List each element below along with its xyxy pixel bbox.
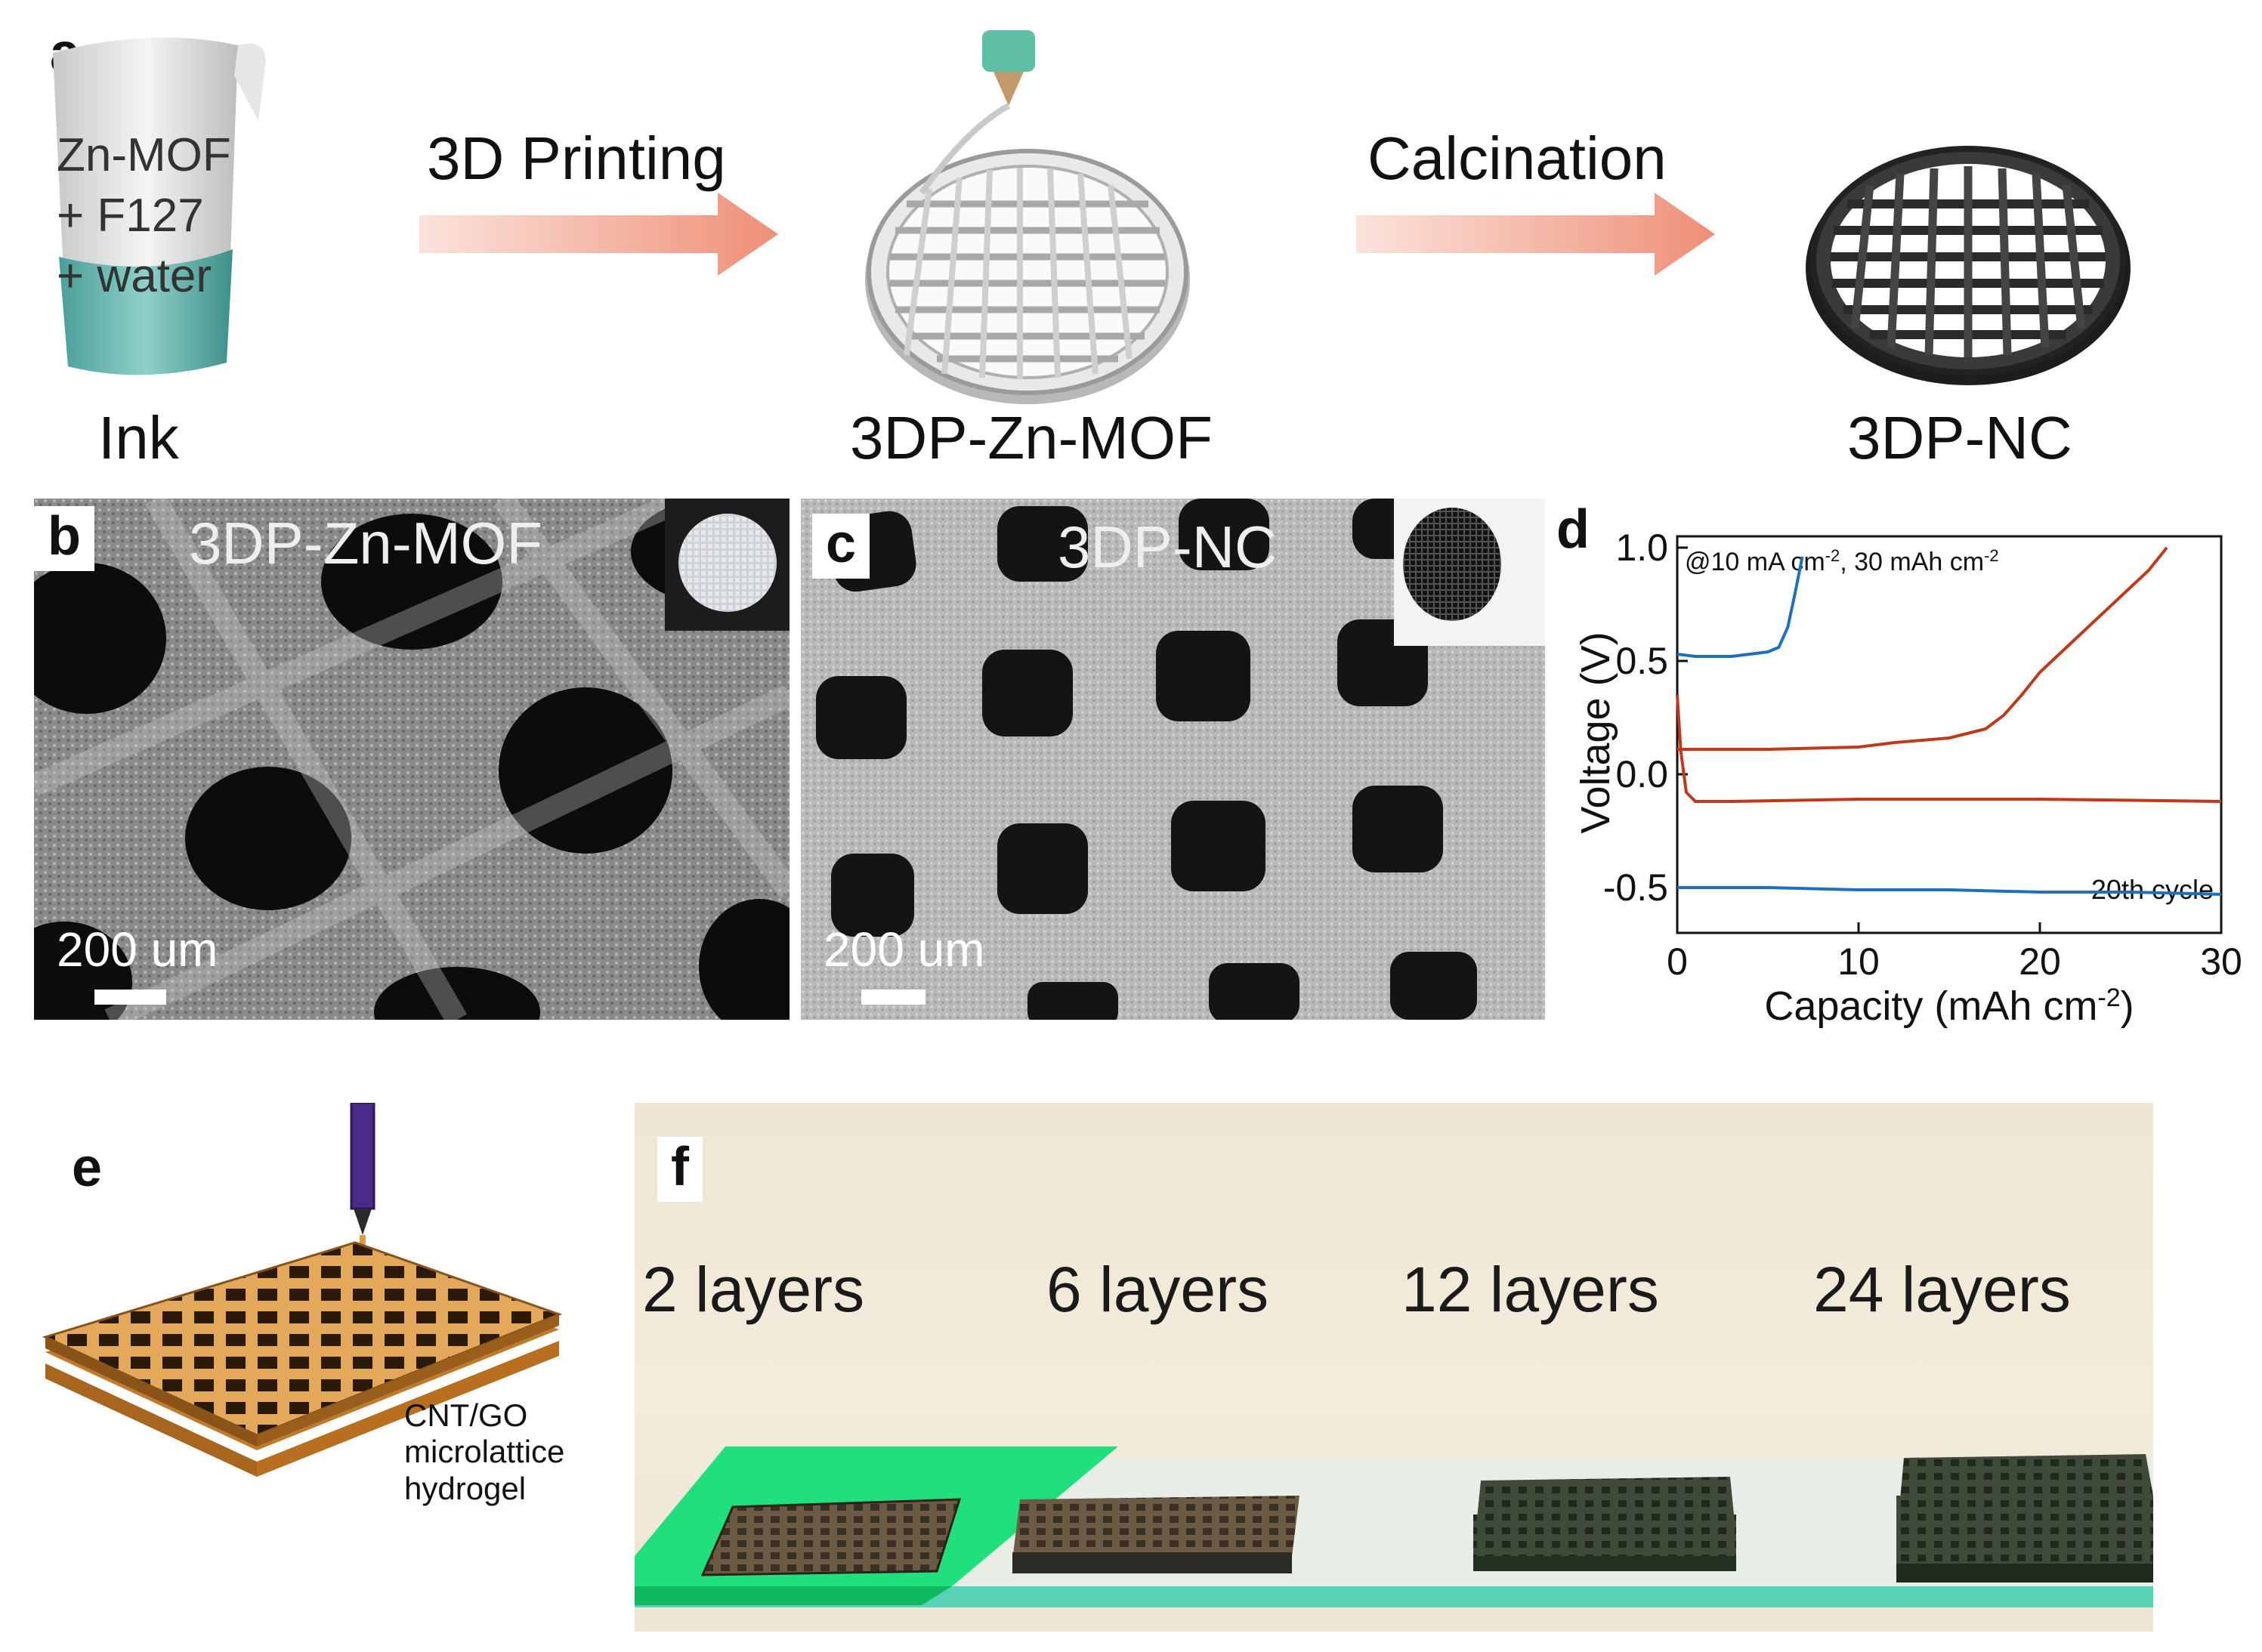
series-line-2 [1677,546,2168,751]
panel-c-scale-bar [861,990,926,1005]
x-tick-label: 20 [2019,940,2061,983]
panel-b-scale-text: 200 um [57,922,218,977]
arrow-right-icon [1356,193,1715,276]
layers-photo [635,1103,2153,1632]
rate-annotation: @10 mA cm-2, 30 mAh cm-2 [1685,546,1999,576]
cnt-go-label: CNT/GO microlattice hydrogel [404,1397,565,1506]
sem-image-zn-mof [34,499,790,1020]
cup-line-1: Zn-MOF [57,129,231,181]
cycle-label: 20th cycle [2091,874,2214,905]
sem-image-nc [801,499,1545,1020]
panel-e-letter: e [72,1138,103,1198]
cup-line-2: + F127 [57,190,204,242]
x-axis-title: Capacity (mAh cm-2) [1764,983,2134,1029]
panel-c-letter: c [812,514,870,579]
label-12-layers: 12 layers [1401,1254,1659,1325]
panel-f-letter: f [657,1137,703,1202]
series-line-0 [1676,556,1804,658]
caption-mof: 3DP-Zn-MOF [850,404,1213,471]
caption-ink: Ink [98,404,179,471]
y-tick-label: 0.5 [1615,640,1668,682]
step2-label: Calcination [1367,125,1667,192]
caption-nc: 3DP-NC [1847,404,2072,471]
inset-photo-zn-mof [665,499,790,631]
y-axis-title: Voltage (V) [1573,631,1618,833]
arrow-right-icon [419,193,778,276]
label-2-layers: 2 layers [642,1254,865,1325]
inset-photo-nc [1394,499,1545,646]
label-24-layers: 24 layers [1813,1254,2071,1325]
x-tick-label: 0 [1667,940,1688,983]
series-line-3 [1676,694,2222,803]
carbon-lattice-illustration [1806,146,2131,385]
y-tick-label: 1.0 [1615,526,1668,569]
panel-c-scale-text: 200 um [824,922,985,977]
panel-d-letter: d [1556,499,1590,560]
printed-mof-lattice-illustration [865,30,1190,404]
x-tick-label: 10 [1837,940,1880,983]
cup-line-3: + water [57,250,212,302]
x-tick-label: 30 [2200,940,2242,983]
voltage-capacity-chart: Voltage (V) Capacity (mAh cm-2) @10 mA c… [1573,526,2242,1029]
cnt-go-lattice-illustration [42,1103,563,1477]
panel-c-title: 3DP-NC [1058,514,1278,580]
step1-label: 3D Printing [427,125,726,192]
y-tick-label: 0.0 [1615,753,1668,795]
series-line-1 [1677,886,2222,896]
ink-cup-illustration [53,37,266,375]
y-tick-label: -0.5 [1603,866,1668,909]
label-6-layers: 6 layers [1046,1254,1269,1325]
panel-b-scale-bar [94,990,166,1005]
panel-b-title: 3DP-Zn-MOF [189,510,542,576]
plot-frame [1676,535,2223,934]
panel-b-letter: b [34,506,94,571]
